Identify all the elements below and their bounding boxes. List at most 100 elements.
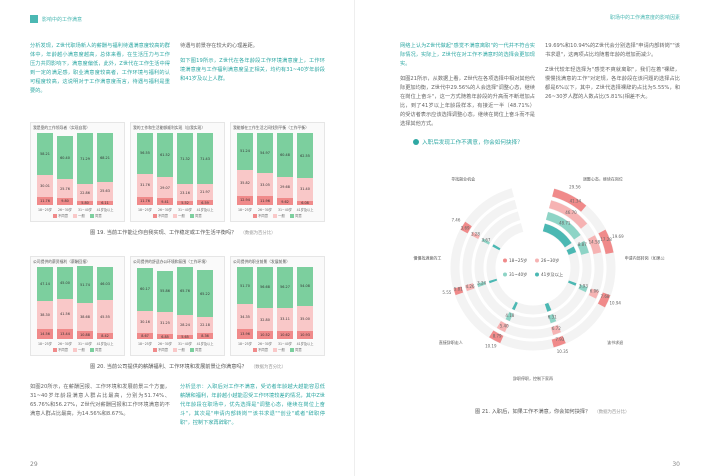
bar-segment: 6.85 [157,334,173,339]
chart-legend: 不同意一般同意 [253,213,302,218]
radial-arc [548,313,557,324]
radial-arc [460,221,472,234]
radial-option-label: 裸辞，慢慢找满意的工 [413,255,441,261]
right-para1-text: 网络上认为Z世代做起"感觉不满意离职"的一代并不符合实际情况，实际上，Z世代在对… [400,43,535,67]
x-tick-label: 26~30岁 [158,342,172,346]
bar-segment: 6.08 [297,200,313,205]
radial-value-label: 7.68 [601,294,610,299]
radial-value-label: 5.40 [500,323,509,328]
bar-segment: 51.24 [237,133,253,170]
para2-text: 待遇与前景存在较大的心理差距。 [180,43,258,49]
page-number-right: 30 [672,461,680,468]
bar-segment: 71.29 [77,133,93,185]
left-para4: 如图20所示，在薪酬回报、工作环境和发展前景三个方面，31~40岁年龄段满意人群… [30,383,170,419]
bar-segment: 45.00 [57,267,73,300]
x-tick-label: 41岁及以上 [196,342,214,346]
legend-item: 同意 [189,347,202,352]
bar-segment: 51.70 [237,267,253,305]
chart-title: 我是靠的工作领导者（实现自我） [33,125,90,130]
bar-segment: 30.16 [137,311,153,333]
question-bullet-icon [413,139,419,145]
radial-arc [542,223,572,248]
x-tick-label: 41岁及以上 [296,208,314,212]
x-tick-label: 18~25岁 [38,342,52,346]
radial-arc [505,312,514,322]
right-col2: 19.69%和10.94%的Z世代会分别选择"申请内部转岗""该书求退"，这两项… [545,42,680,102]
radial-value-label: 8.87 [578,242,587,247]
bar-segment: 8.36 [197,332,213,339]
para4-text: 如图20所示，在薪酬回报、工作环境和发展前景三个方面，31~40岁年龄段满意人群… [30,384,170,417]
chart-title: 我能够在工作生活之间找到平衡（工作平衡） [233,125,309,130]
bar-segment: 25.63 [97,182,113,201]
radial-value-label: 7.46 [451,218,460,223]
radial-arc [453,286,464,296]
fig20-caption-text: 图 20. 当前公司提供的薪酬福利、工作环境和发展前景让你满意吗？ [90,364,247,370]
bar-segment: 33.11 [277,307,293,332]
bar-segment: 41.56 [57,299,73,330]
radial-arc [489,330,504,344]
bar-segment: 30.01 [37,174,53,197]
radial-option-label: 直接辞职走人 [439,339,463,345]
bar-segment: 54.97 [257,133,273,173]
x-tick-label: 41岁及以上 [296,342,314,346]
bar-segment: 47.14 [37,267,53,301]
bar-segment: 62.55 [297,132,313,179]
bar-segment: 35.00 [297,305,313,332]
bar-segment: 31.76 [137,173,153,197]
group-legend-label: 26~30岁 [541,257,559,264]
fig20-source: （数据为百分比） [250,364,286,370]
radial-value-label: 6.06 [590,289,599,294]
bar-segment: 71.32 [177,133,193,185]
radial-arc [477,281,486,288]
bar-segment: 65.22 [197,270,213,318]
radial-arc [577,240,589,255]
radial-value-label: 5.81 [454,287,463,292]
radial-value-label: 3.93 [579,283,588,288]
radial-value-label: 17.28 [600,237,612,242]
legend-item: 不同意 [153,213,168,218]
radial-arc [578,284,588,293]
left-page: 影响中的工作满意 分析发现，Z世代职场新人的薪酬与福利待遇满意度较高的群体中，年… [30,15,325,468]
x-tick-label: 31~40岁 [78,342,92,346]
spine-divider [354,0,355,476]
bar-segment: 5.80 [77,200,93,205]
right-para2-text: 如图21所示，从数据上看，Z世代在各项选择中相对其他代际更加均衡，Z世代中29.… [400,76,535,127]
right-page: 职场中的工作满意度的影响因素 网络上认为Z世代做起"感觉不满意离职"的一代并不符… [355,0,710,476]
bar-segment: 35.82 [237,169,253,196]
radial-arc [488,278,498,284]
radial-question-title: 入职后发现工作不满意，你会如何抉择？ [413,138,523,146]
bar-segment: 5.52 [177,201,193,205]
radial-value-label: 4.18 [505,313,514,318]
para5-text: 分析显示：入职后对工作不满意，受访者年龄越大越能容忍低薪酬和福利，年龄越小越能忍… [180,384,325,426]
chart-title: 公司提供的薪资福利（薪酬回报） [33,259,90,264]
bar-segment: 10.88 [77,331,93,339]
para3-wrap: 如下图19所示，Z世代在各年龄段工作环境满意度上，工作环境满意度与工作福利满意度… [180,57,325,84]
bar-segment: 32.80 [257,307,273,332]
x-tick-label: 31~40岁 [178,208,192,212]
group-legend-dot [503,258,507,263]
legend-item: 不同意 [153,347,168,352]
bar-segment: 58.21 [37,133,53,175]
bar-segment: 31.25 [157,311,173,335]
radial-arc [471,231,480,240]
fig21-caption: 图 21. 入职后，如果工作不满意，你会如何抉择？ （数据为百分比） [475,408,629,415]
bar-segment: 11.76 [37,196,53,205]
radial-arc [588,288,600,299]
legend-item: 同意 [289,347,302,352]
bar-segment: 54.08 [297,267,313,306]
radial-value-label: 41.34 [570,198,582,203]
